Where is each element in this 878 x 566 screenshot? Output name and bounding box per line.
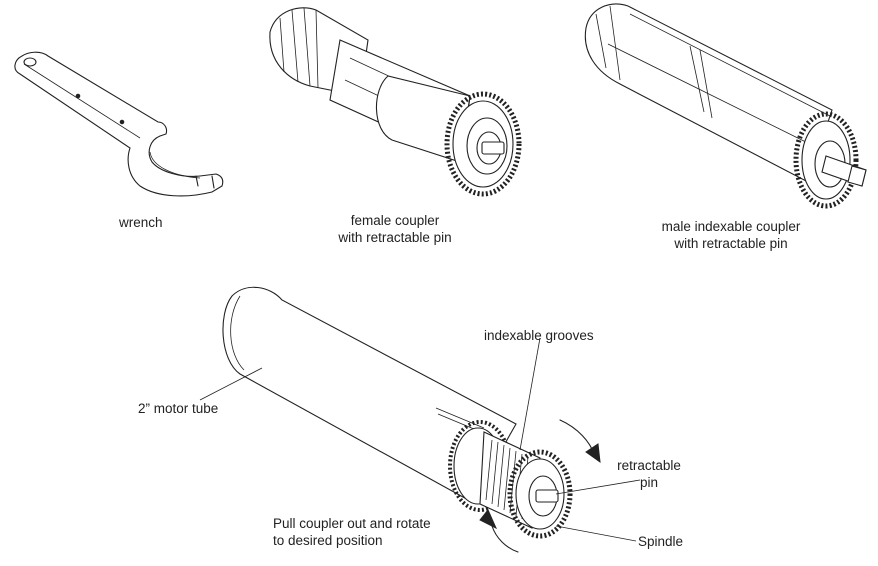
label-female-line2: with retractable pin (338, 230, 452, 245)
label-male-line2: with retractable pin (674, 236, 788, 251)
label-retractable-line2: pin (639, 475, 658, 490)
label-male-coupler: male indexable coupler with retractable … (636, 218, 826, 252)
label-indexable-grooves: indexable grooves (484, 328, 594, 343)
label-male-line1: male indexable coupler (661, 219, 801, 234)
label-spindle: Spindle (638, 534, 684, 549)
male-coupler-illustration (584, 3, 867, 209)
female-coupler-illustration (269, 7, 522, 197)
label-female-line1: female coupler (350, 213, 440, 228)
leader-lines (199, 337, 641, 542)
label-pull-line1: Pull coupler out and rotate (273, 516, 431, 531)
label-pull-instruction: Pull coupler out and rotate to desired p… (273, 515, 431, 549)
label-pull-line2: to desired position (273, 533, 383, 548)
label-motor-tube: 2” motor tube (138, 401, 219, 416)
wrench-illustration (14, 51, 224, 197)
label-retractable-line1: retractable (617, 458, 681, 473)
motor-tube-illustration (222, 286, 601, 553)
label-wrench: wrench (119, 215, 163, 230)
label-retractable-pin: retractable pin (604, 457, 694, 491)
label-female-coupler: female coupler with retractable pin (320, 212, 470, 246)
